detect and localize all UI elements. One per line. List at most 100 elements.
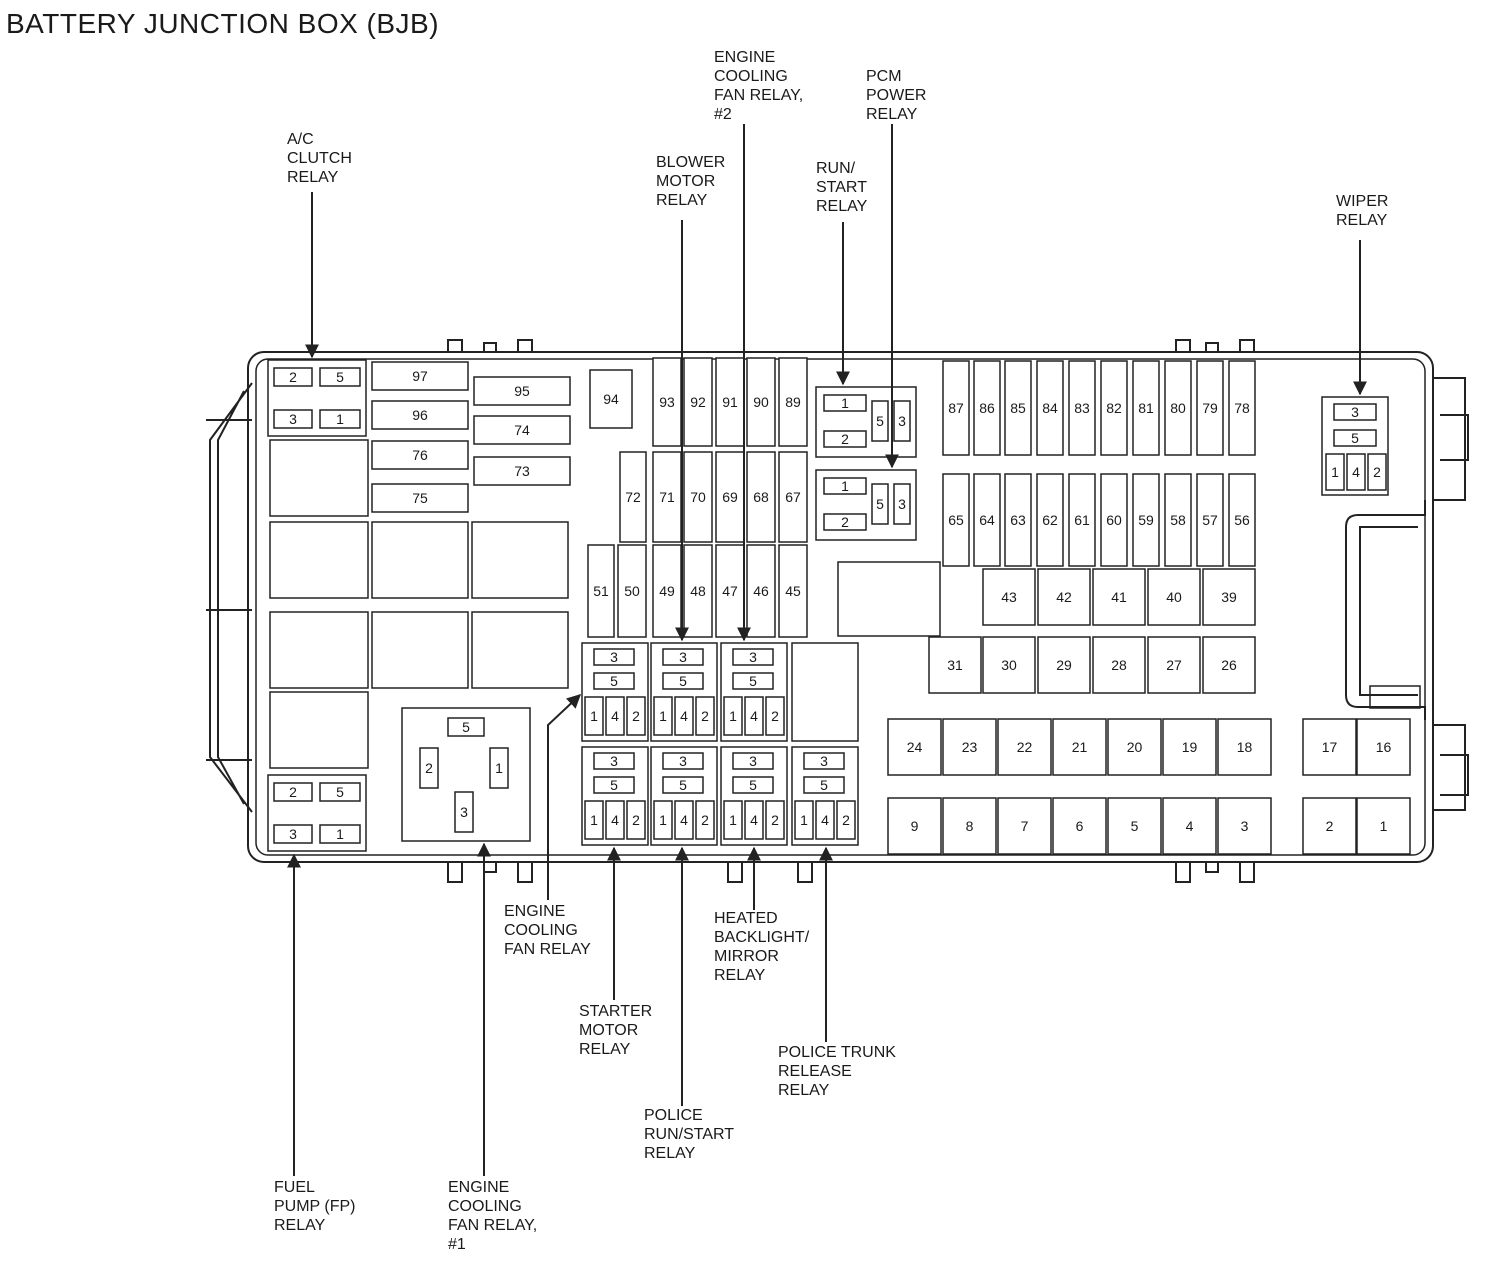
relay-pin: 1 xyxy=(723,696,743,736)
fuse-slot-blank xyxy=(471,521,569,599)
cell-number: 46 xyxy=(753,583,769,599)
police-run-start-relay xyxy=(650,746,718,846)
relay-pin: 4 xyxy=(674,800,694,840)
fuse-cell: 2 xyxy=(1302,797,1357,855)
fuse-cell: 45 xyxy=(778,544,808,638)
relay-pin: 3 xyxy=(662,648,704,666)
cell-number: 1 xyxy=(1331,464,1339,480)
fuse-cell: 76 xyxy=(371,440,469,470)
cell-number: 26 xyxy=(1221,657,1237,673)
fuse-cell: 94 xyxy=(589,369,633,429)
fuse-cell: 64 xyxy=(973,473,1001,567)
cell-number: 1 xyxy=(495,760,503,776)
relay-pin: 2 xyxy=(419,747,439,789)
cell-number: 95 xyxy=(514,383,530,399)
cell-number: 3 xyxy=(749,649,757,665)
fuse-cell: 16 xyxy=(1356,718,1411,776)
cell-number: 18 xyxy=(1237,739,1253,755)
cell-number: 76 xyxy=(412,447,428,463)
cell-number: 4 xyxy=(1352,464,1360,480)
bottom-tab xyxy=(483,861,497,873)
cell-number: 6 xyxy=(1076,818,1084,834)
cell-number: 92 xyxy=(690,394,706,410)
relay-pin: 3 xyxy=(454,791,474,833)
cell-number: 5 xyxy=(679,673,687,689)
bottom-tab xyxy=(447,862,463,883)
cell-number: 97 xyxy=(412,368,428,384)
cell-number: 49 xyxy=(659,583,675,599)
cell-number: 3 xyxy=(679,753,687,769)
relay-pin: 3 xyxy=(273,824,313,844)
cell-number: 1 xyxy=(590,812,598,828)
relay-pin: 5 xyxy=(662,672,704,690)
cell-number: 2 xyxy=(841,514,849,530)
relay-pin: 3 xyxy=(593,752,635,770)
relay-pin: 1 xyxy=(653,800,673,840)
cell-number: 48 xyxy=(690,583,706,599)
fuse-slot-blank xyxy=(371,611,469,689)
cell-number: 1 xyxy=(800,812,808,828)
relay-pin: 3 xyxy=(893,483,911,525)
housing-outer xyxy=(247,351,1434,863)
relay-pin: 3 xyxy=(593,648,635,666)
relay-pin: 5 xyxy=(732,672,774,690)
fuse-cell: 24 xyxy=(887,718,942,776)
relay-pin: 1 xyxy=(653,696,673,736)
cell-number: 1 xyxy=(729,812,737,828)
cell-number: 2 xyxy=(771,708,779,724)
relay-pin: 1 xyxy=(794,800,814,840)
fuse-cell: 41 xyxy=(1092,568,1146,626)
cell-number: 5 xyxy=(336,369,344,385)
cell-number: 96 xyxy=(412,407,428,423)
cell-number: 22 xyxy=(1017,739,1033,755)
cell-number: 62 xyxy=(1042,512,1058,528)
fuse-cell: 48 xyxy=(683,544,713,638)
cell-number: 91 xyxy=(722,394,738,410)
cell-number: 27 xyxy=(1166,657,1182,673)
cell-number: 3 xyxy=(610,753,618,769)
fuse-slot-blank xyxy=(371,521,469,599)
relay-pin: 2 xyxy=(1367,453,1387,491)
cell-number: 57 xyxy=(1202,512,1218,528)
fuse-cell: 30 xyxy=(982,636,1036,694)
fuse-slot-blank xyxy=(269,611,369,689)
cell-number: 75 xyxy=(412,490,428,506)
cell-number: 17 xyxy=(1322,739,1338,755)
starter-motor-relay xyxy=(581,746,649,846)
cell-number: 73 xyxy=(514,463,530,479)
fuse-cell: 3 xyxy=(1217,797,1272,855)
relay-pin: 4 xyxy=(674,696,694,736)
fuse-cell: 69 xyxy=(715,451,745,543)
right-connector xyxy=(1433,724,1469,811)
cell-number: 2 xyxy=(771,812,779,828)
relay-pin: 4 xyxy=(605,800,625,840)
cell-number: 94 xyxy=(603,391,619,407)
cell-number: 1 xyxy=(659,708,667,724)
fuse-cell: 86 xyxy=(973,360,1001,456)
cell-number: 7 xyxy=(1021,818,1029,834)
cell-number: 5 xyxy=(679,777,687,793)
cell-number: 70 xyxy=(690,489,706,505)
top-tab xyxy=(1239,339,1255,352)
cell-number: 1 xyxy=(336,826,344,842)
cell-number: 5 xyxy=(610,777,618,793)
cell-number: 19 xyxy=(1182,739,1198,755)
top-tab xyxy=(1175,339,1191,352)
housing-inner xyxy=(255,358,1426,856)
cell-number: 65 xyxy=(948,512,964,528)
bottom-tab xyxy=(1239,862,1255,883)
cell-number: 85 xyxy=(1010,400,1026,416)
police-trunk-release-relay xyxy=(791,746,859,846)
fuse-cell: 95 xyxy=(473,376,571,406)
fuse-cell: 58 xyxy=(1164,473,1192,567)
fuse-cell: 62 xyxy=(1036,473,1064,567)
cell-number: 50 xyxy=(624,583,640,599)
fuse-cell: 50 xyxy=(617,544,647,638)
diagram-title: BATTERY JUNCTION BOX (BJB) xyxy=(6,8,440,39)
fuse-cell: 22 xyxy=(997,718,1052,776)
